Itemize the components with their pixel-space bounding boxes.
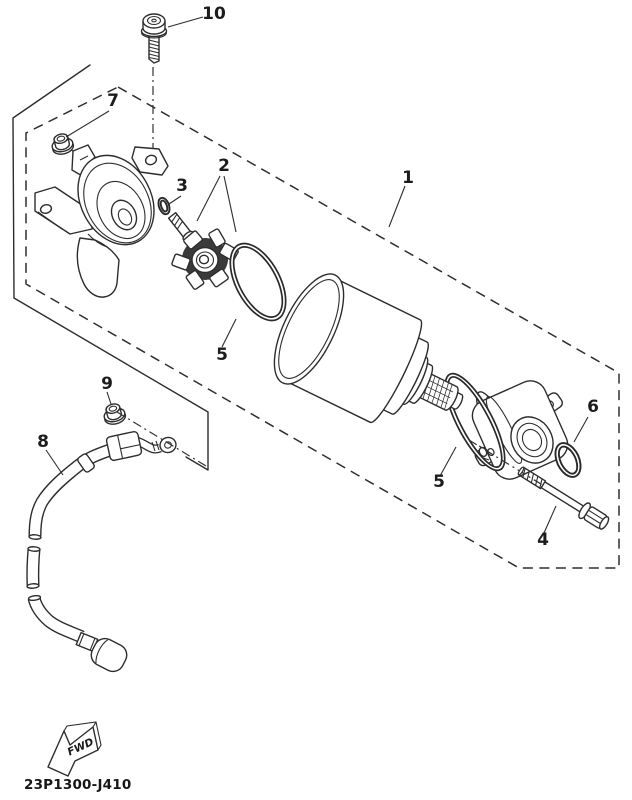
callout-7: 7	[107, 91, 119, 111]
group-outline-solid	[12, 64, 209, 471]
battery-cable-8	[26, 411, 207, 673]
leader-lines	[45, 16, 589, 534]
part-number: 23P1300-J410	[24, 777, 131, 793]
callout-2: 2	[218, 156, 230, 176]
bolt-10	[140, 13, 168, 152]
callout-5: 5	[433, 472, 445, 492]
callout-8: 8	[37, 432, 49, 452]
nut-9	[103, 403, 127, 425]
rear-cover	[471, 380, 569, 480]
callout-labels: 1 2 3 4 5 5 6 7 8 9 10	[37, 4, 599, 550]
front-bracket	[34, 144, 169, 298]
o-ring-5-left	[229, 242, 287, 322]
armature-assembly-2	[167, 211, 239, 290]
callout-5: 5	[216, 345, 228, 365]
callout-1: 1	[402, 168, 414, 188]
o-ring-6	[554, 442, 582, 478]
bolt-4	[468, 439, 610, 530]
callout-10: 10	[202, 4, 226, 24]
fwd-arrow: FWD	[47, 721, 102, 777]
callout-9: 9	[101, 374, 113, 394]
o-ring-3	[157, 196, 171, 216]
callout-6: 6	[587, 397, 599, 417]
callout-4: 4	[537, 530, 549, 550]
group-outline-dashed	[25, 86, 620, 569]
motor-body	[273, 273, 464, 424]
callout-3: 3	[176, 176, 188, 196]
